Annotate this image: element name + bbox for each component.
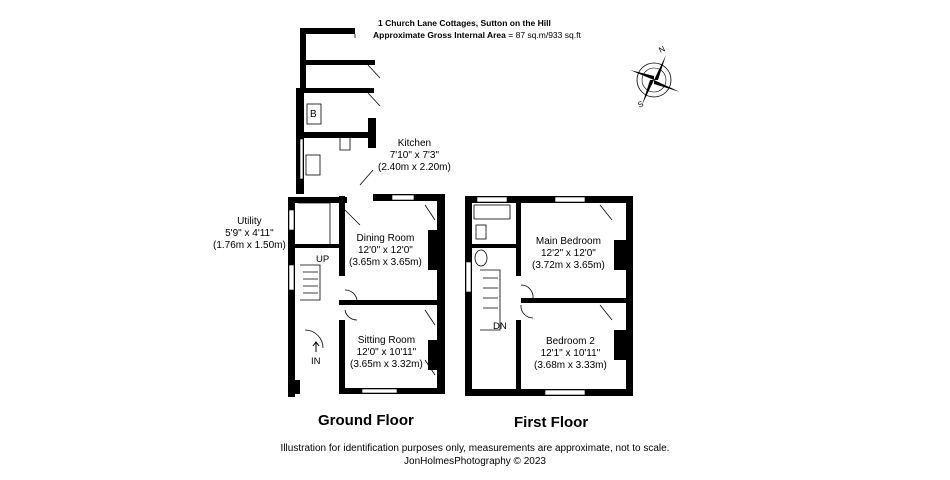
room-label-kitchen: Kitchen 7'10" x 7'3" (2.40m x 2.20m) (378, 138, 451, 173)
credit-text: JonHolmesPhotography © 2023 (404, 456, 546, 467)
room-label-dining: Dining Room 12'0" x 12'0" (3.65m x 3.65m… (349, 233, 422, 268)
room-label-main-bedroom: Main Bedroom 12'2" x 12'0" (3.72m x 3.65… (532, 236, 605, 271)
boiler-mark: B (310, 109, 317, 120)
stairs-up-mark: UP (316, 254, 330, 265)
room-label-utility: Utility 5'9" x 4'11" (1.76m x 1.50m) (213, 216, 286, 251)
ground-floor-title: Ground Floor (318, 412, 414, 429)
area-label: Approximate Gross Internal Area (373, 30, 506, 40)
entrance-mark: IN (311, 356, 321, 367)
compass-rose-icon (630, 55, 680, 105)
room-label-bedroom-2: Bedroom 2 12'1" x 10'11" (3.68m x 3.33m) (534, 336, 607, 371)
address-title: 1 Church Lane Cottages, Sutton on the Hi… (378, 18, 551, 28)
room-label-sitting: Sitting Room 12'0" x 10'11" (3.65m x 3.3… (350, 335, 423, 370)
area-value: = 87 sq.m/933 sq.ft (508, 30, 581, 40)
first-floor-title: First Floor (514, 414, 589, 431)
disclaimer-text: Illustration for identification purposes… (280, 443, 670, 454)
stairs-down-mark: DN (493, 321, 507, 332)
area-summary: Approximate Gross Internal Area = 87 sq.… (373, 30, 581, 40)
